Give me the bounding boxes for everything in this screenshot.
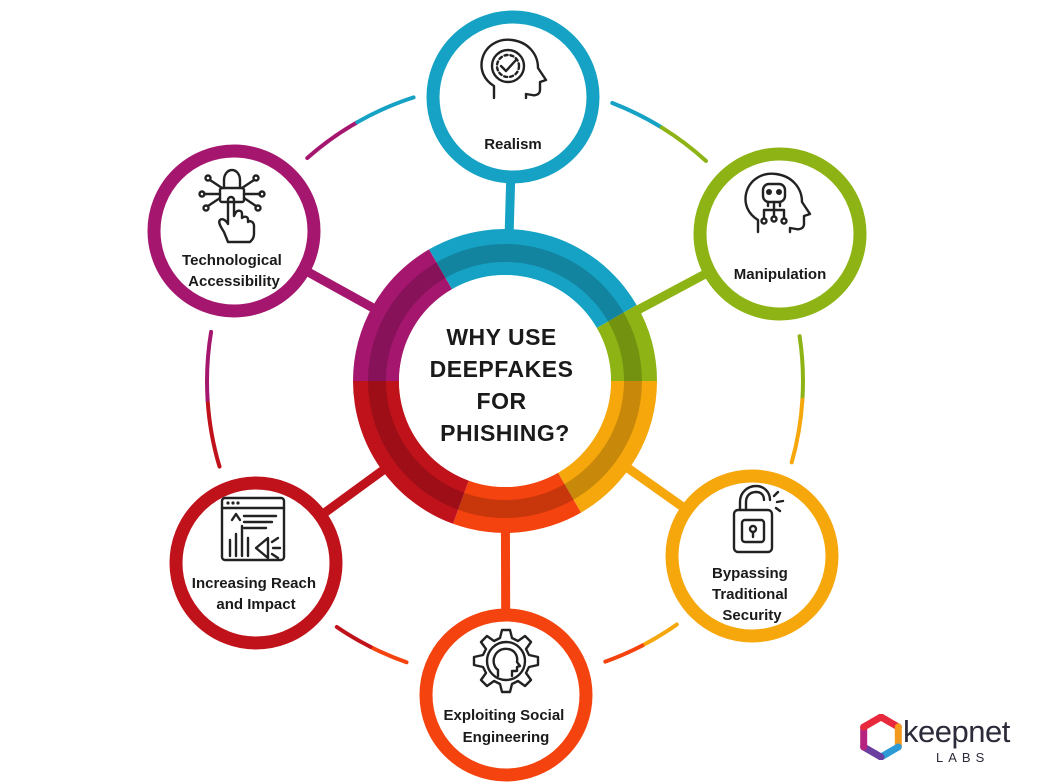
outer-arc-technological-b (355, 95, 416, 125)
node-realism-label: Realism (484, 136, 542, 153)
outer-arc-realism-b (659, 125, 708, 163)
center-ring-segment-exploiting (453, 472, 581, 533)
node-manipulation-circle (693, 147, 867, 321)
node-bypassing-label-line-3: Security (722, 607, 782, 624)
outer-arc-increasing-b (205, 329, 214, 402)
center-ring-segment-manipulation (596, 305, 657, 381)
node-increasing-label-line-1: Increasing Reach (192, 575, 316, 592)
outer-connector-ring (205, 95, 805, 665)
keepnet-logo-mark-icon (860, 714, 902, 760)
growth-chart-megaphone-icon (220, 496, 286, 562)
outer-arc-manipulation-b (789, 397, 805, 465)
spoke-increasing (319, 459, 395, 519)
logo-subtitle: LABS (936, 750, 990, 765)
head-checkmark-icon (480, 38, 548, 100)
head-skull-circuit-icon (744, 172, 812, 234)
outer-arc-increasing-a (205, 397, 222, 469)
center-core: WHY USE DEEPFAKES FOR PHISHING? (399, 275, 611, 487)
node-manipulation-label: Manipulation (734, 266, 827, 283)
outer-arc-manipulation-a (797, 334, 805, 402)
node-bypassing-label-line-1: Bypassing (712, 565, 788, 582)
node-technological-label-line-2: Accessibility (188, 273, 280, 290)
outer-arc-bypassing-b (603, 643, 645, 664)
center-title-line-3: FOR (477, 388, 527, 414)
node-technological: Technological Accessibility (147, 144, 321, 318)
center-ring-segment-realism (429, 229, 637, 328)
gear-head-icon (472, 628, 540, 694)
center-ring-segment-increasing (353, 381, 469, 524)
spoke-technological (303, 266, 385, 318)
node-increasing: Increasing Reach and Impact (169, 476, 343, 650)
spoke-connectors (303, 178, 710, 614)
node-exploiting-label: Exploiting Social Engineering (443, 707, 568, 746)
center-title: WHY USE DEEPFAKES FOR PHISHING? (430, 324, 581, 446)
node-realism-circle (426, 10, 600, 184)
node-exploiting-label-line-2: Engineering (463, 729, 550, 746)
center-title-line-1: WHY USE (446, 324, 556, 350)
node-exploiting-label-line-1: Exploiting Social (443, 707, 564, 724)
node-technological-label: Technological Accessibility (182, 252, 286, 290)
keepnet-labs-logo: keepnet LABS (856, 712, 1016, 772)
center-ring-shade (368, 244, 642, 518)
outer-arc-exploiting-b (334, 625, 373, 649)
node-bypassing-label-line-2: Traditional (712, 586, 788, 603)
unlocked-padlock-icon (732, 484, 785, 554)
node-increasing-circle (169, 476, 343, 650)
hand-lock-network-icon (198, 168, 266, 244)
node-bypassing: Bypassing Traditional Security (665, 469, 839, 643)
spoke-manipulation (626, 268, 710, 319)
node-exploiting: Exploiting Social Engineering (419, 608, 593, 782)
node-manipulation: Manipulation (693, 147, 867, 321)
outer-arc-realism-a (610, 101, 664, 130)
center-title-line-4: PHISHING? (440, 420, 570, 446)
node-increasing-label: Increasing Reach and Impact (192, 575, 320, 613)
node-technological-label-line-1: Technological (182, 252, 282, 269)
outer-arc-exploiting-a (368, 644, 409, 665)
center-ring-segment-technological (353, 249, 452, 381)
node-increasing-label-line-2: and Impact (216, 596, 295, 613)
center-ring-segment-bypassing (558, 381, 657, 513)
node-technological-circle (147, 144, 321, 318)
logo-wordmark: keepnet (903, 714, 1010, 749)
logo-mark-segment-6 (860, 714, 885, 731)
outer-arc-technological-a (305, 120, 360, 160)
outer-arc-bypassing-a (640, 622, 679, 648)
center-title-line-2: DEEPFAKES (430, 356, 574, 382)
node-realism: Realism (426, 10, 600, 184)
node-bypassing-circle (665, 469, 839, 643)
node-realism-label-line-1: Realism (484, 136, 542, 153)
node-bypassing-label: Bypassing Traditional Security (712, 565, 792, 624)
spoke-bypassing (616, 458, 688, 513)
center-color-ring (353, 229, 657, 533)
center-core-circle (399, 275, 611, 487)
node-exploiting-circle (419, 608, 593, 782)
node-manipulation-label-line-1: Manipulation (734, 266, 827, 283)
